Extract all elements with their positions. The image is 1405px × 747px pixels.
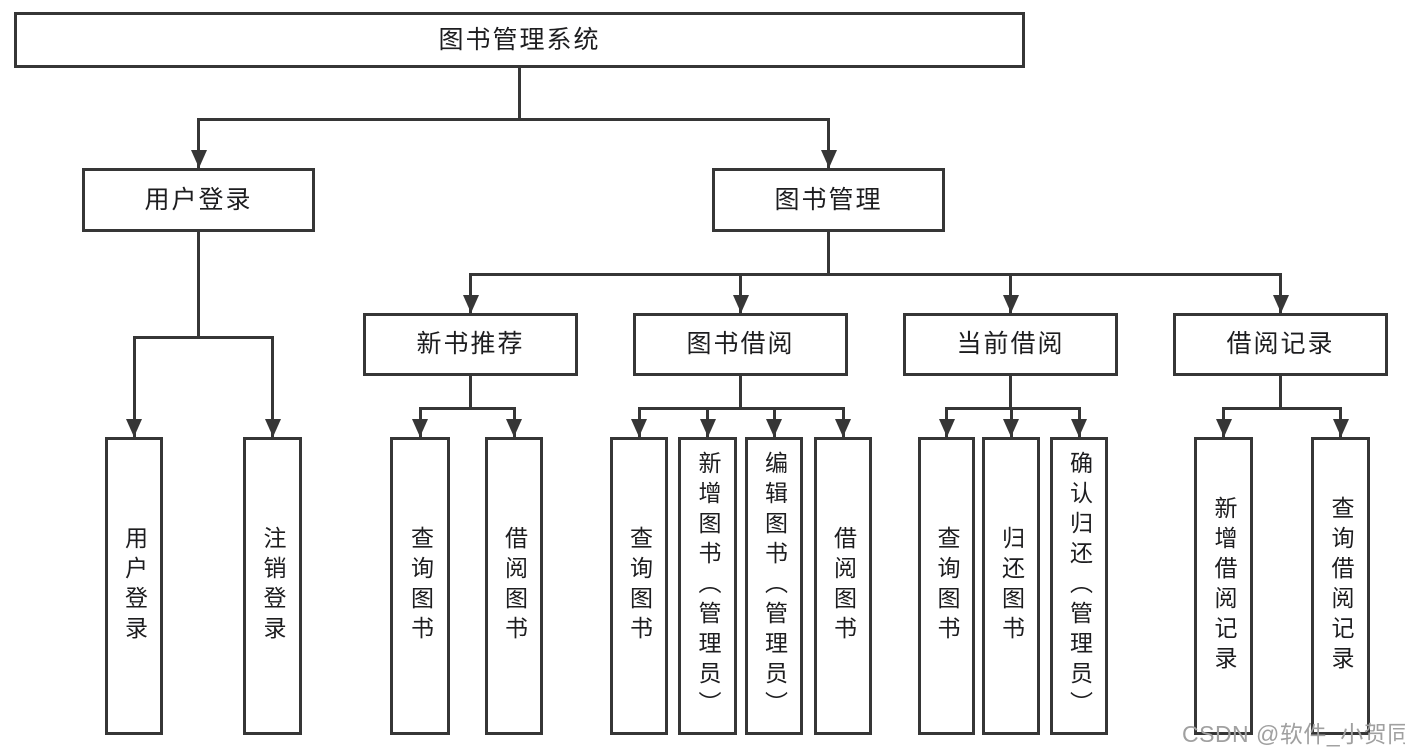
arrowhead-down-icon	[631, 419, 647, 437]
connector-line	[197, 118, 830, 121]
node-label: 当前借阅	[956, 330, 1065, 358]
watermark: CSDN @软件_小贺同学	[1182, 721, 1405, 747]
node-label: 查询借阅记录	[1328, 496, 1354, 676]
node-borrow: 图书借阅	[633, 313, 848, 376]
node-label: 借阅图书	[830, 526, 857, 646]
node-label: 用户登录	[144, 185, 253, 214]
node-edit: 编辑图书（管理员）	[745, 437, 803, 735]
arrowhead-down-icon	[732, 295, 749, 313]
node-current: 当前借阅	[903, 313, 1118, 376]
arrowhead-down-icon	[938, 419, 955, 437]
arrowhead-down-icon	[412, 419, 428, 437]
connector-line	[132, 336, 136, 437]
connector-line	[197, 232, 200, 339]
connector-line	[518, 68, 521, 121]
connector-line	[1222, 407, 1342, 410]
arrowhead-down-icon	[264, 419, 281, 437]
arrowhead-down-icon	[1272, 295, 1289, 313]
node-login: 用户登录	[82, 168, 315, 232]
node-newbook: 新书推荐	[363, 313, 578, 376]
node-label: 编辑图书（管理员）	[761, 451, 788, 721]
node-mgmt: 图书管理	[712, 168, 945, 232]
node-qrec: 查询借阅记录	[1311, 437, 1370, 735]
arrowhead-down-icon	[699, 419, 716, 437]
node-label: 归还图书	[998, 526, 1025, 646]
node-logout: 注销登录	[243, 437, 302, 735]
node-b1: 借阅图书	[485, 437, 543, 735]
connector-line	[271, 336, 274, 437]
node-label: 借阅记录	[1226, 330, 1335, 358]
connector-line	[827, 232, 830, 276]
connector-line	[945, 407, 1081, 410]
node-label: 图书管理系统	[438, 25, 601, 54]
arrowhead-down-icon	[1003, 419, 1019, 437]
node-label: 图书借阅	[686, 330, 795, 358]
connector-line	[469, 376, 472, 410]
arrowhead-down-icon	[126, 419, 142, 437]
node-q3: 查询图书	[918, 437, 975, 735]
node-addrec: 新增借阅记录	[1194, 437, 1253, 735]
connector-line	[132, 336, 274, 339]
arrowhead-down-icon	[462, 295, 479, 313]
node-label: 用户登录	[121, 526, 148, 646]
node-ret: 归还图书	[982, 437, 1040, 735]
arrowhead-down-icon	[1071, 419, 1087, 437]
node-label: 新书推荐	[416, 330, 525, 358]
arrowhead-down-icon	[820, 150, 837, 168]
connector-line	[827, 118, 830, 168]
node-b2: 借阅图书	[814, 437, 872, 735]
connector-line	[1009, 376, 1012, 410]
node-label: 图书管理	[774, 185, 883, 214]
node-confirm: 确认归还（管理员）	[1050, 437, 1108, 735]
connector-line	[739, 376, 742, 410]
connector-line	[469, 273, 472, 313]
node-label: 新增图书（管理员）	[695, 451, 721, 721]
node-user_login: 用户登录	[105, 437, 163, 735]
arrowhead-down-icon	[506, 419, 522, 437]
connector-line	[469, 273, 1282, 276]
arrowhead-down-icon	[835, 419, 851, 437]
node-label: 新增借阅记录	[1211, 496, 1237, 676]
arrowhead-down-icon	[190, 150, 207, 168]
node-q1: 查询图书	[390, 437, 450, 735]
node-label: 借阅图书	[501, 526, 528, 646]
connector-line	[418, 407, 516, 410]
connector-line	[197, 118, 200, 168]
node-label: 注销登录	[260, 526, 286, 646]
node-records: 借阅记录	[1173, 313, 1388, 376]
arrowhead-down-icon	[1332, 419, 1349, 437]
connector-line	[1009, 273, 1012, 313]
connector-line	[739, 273, 742, 313]
node-root: 图书管理系统	[14, 12, 1025, 68]
connector-line	[1279, 376, 1282, 410]
arrowhead-down-icon	[766, 419, 782, 437]
arrowhead-down-icon	[1215, 419, 1232, 437]
node-q2: 查询图书	[610, 437, 668, 735]
node-label: 查询图书	[407, 526, 434, 646]
node-label: 查询图书	[934, 526, 960, 646]
node-label: 查询图书	[626, 526, 653, 646]
node-add: 新增图书（管理员）	[678, 437, 737, 735]
connector-line	[1279, 273, 1282, 313]
arrowhead-down-icon	[1002, 295, 1019, 313]
connector-line	[637, 407, 845, 410]
node-label: 确认归还（管理员）	[1066, 451, 1093, 721]
